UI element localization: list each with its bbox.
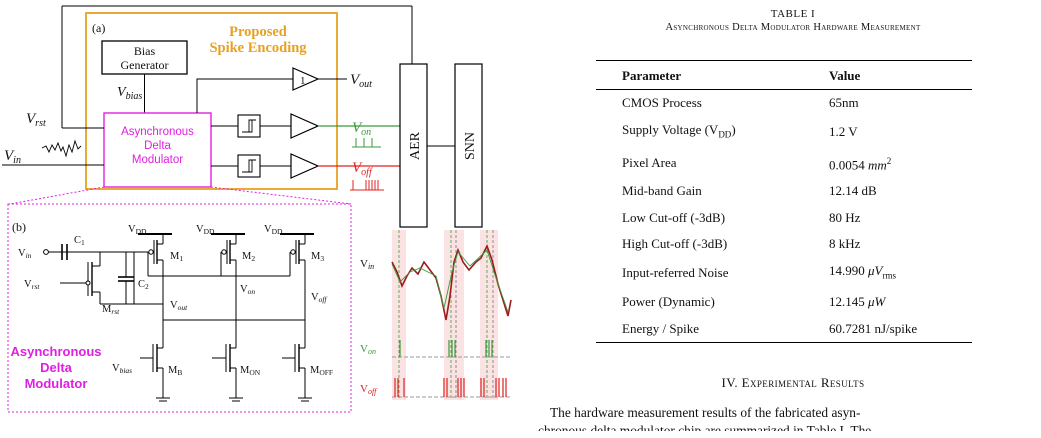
header-value: Value	[829, 60, 972, 90]
table-heading: TABLE I Asynchronous Delta Modulator Har…	[548, 8, 1038, 34]
aer-label: AER	[408, 131, 423, 160]
measurement-table: Parameter Value CMOS Process 65nm Supply…	[596, 60, 972, 344]
voff-label: Voff	[352, 160, 373, 178]
body-paragraph-line-2: chronous delta modulator chip are summar…	[538, 423, 872, 431]
table-row: Energy / Spike 60.7281 nJ/spike	[596, 315, 972, 344]
value-cell: 14.990 μVrms	[829, 262, 896, 281]
schem-voff-label: Voff	[311, 292, 327, 304]
bias-generator-block	[101, 40, 188, 75]
vdd-label-3: VDD	[264, 224, 283, 236]
driver-on	[290, 113, 320, 139]
header-parameter: Parameter	[596, 60, 829, 90]
mb-label: MB	[168, 365, 182, 377]
b-adm-label-3: Modulator	[25, 376, 88, 391]
table-row: Supply Voltage (VDD) 1.2 V	[596, 117, 972, 148]
table-row: Power (Dynamic) 12.145 μW	[596, 289, 972, 316]
proposed-label: Proposed	[229, 24, 287, 40]
schem-von-label: Von	[240, 284, 255, 296]
vin-noise-signal	[41, 139, 82, 158]
schem-vrst-label: Vrst	[24, 279, 40, 291]
value-cell: 60.7281 nJ/spike	[829, 315, 972, 344]
spike-encoding-label: Spike Encoding	[209, 40, 307, 56]
m2-label: M2	[242, 251, 255, 263]
param-cell: Input-referred Noise	[622, 265, 729, 281]
vin-waveform	[391, 243, 512, 321]
wave-voff-label: Voff	[360, 383, 378, 396]
param-cell: High Cut-off (-3dB)	[622, 236, 728, 252]
von-waveform	[399, 340, 493, 357]
voff-spikes	[350, 180, 384, 191]
wave-von-label: Von	[360, 343, 376, 356]
table-row: Pixel Area 0.0054 mm2	[596, 148, 972, 179]
driver-off	[290, 153, 320, 179]
param-cell: CMOS Process	[622, 95, 702, 110]
table-row: Mid-band Gain 12.14 dB	[596, 178, 972, 205]
panel-a-label: (a)	[92, 21, 105, 35]
b-adm-label-2: Delta	[40, 360, 73, 375]
bias-generator-label-2: Generator	[121, 58, 169, 72]
param-cell: Pixel Area	[622, 154, 677, 170]
aer-block	[399, 63, 428, 228]
body-paragraph-line-1: The hardware measurement results of the …	[550, 405, 861, 420]
buffer-gain-label: 1	[300, 75, 306, 87]
panel-b-label: (b)	[12, 220, 26, 234]
unity-buffer	[292, 67, 320, 91]
adm-schematic	[43, 233, 314, 402]
vdd-label-2: VDD	[196, 224, 215, 236]
wave-vin-label: Vin	[360, 258, 374, 271]
adm-label-1: Asynchronous	[121, 126, 194, 138]
param-cell: Mid-band Gain	[622, 183, 702, 199]
moff-label: MOFF	[310, 365, 333, 377]
m1-label: M1	[170, 251, 183, 263]
m3-label: M3	[311, 251, 324, 263]
c1-label: C1	[74, 235, 85, 247]
adm-label-2: Delta	[144, 140, 171, 152]
value-cell: 80 Hz	[829, 209, 861, 225]
vbias-label: Vbias	[117, 85, 142, 102]
schem-vbias-label: Vbias	[112, 363, 132, 375]
von-spikes	[352, 138, 381, 148]
vout-label: Vout	[350, 72, 372, 90]
table-label: TABLE I	[770, 8, 816, 20]
c2-label: C2	[138, 279, 149, 291]
value-cell: 1.2 V	[829, 123, 858, 139]
vin-tracking	[391, 249, 509, 313]
table-header-row: Parameter Value	[596, 60, 972, 90]
table-row: Input-referred Noise 14.990 μVrms	[596, 258, 972, 289]
param-cell: Power (Dynamic)	[622, 294, 715, 310]
bias-generator-label-1: Bias	[134, 44, 156, 58]
adm-block	[103, 112, 212, 188]
table-row: High Cut-off (-3dB) 8 kHz	[596, 231, 972, 258]
param-cell: Energy / Spike	[596, 315, 829, 344]
circuit-figure: (a) Proposed Spike Encoding Bias Generat…	[2, 5, 512, 413]
panel-b-box	[7, 203, 352, 413]
vdd-label-1: VDD	[128, 224, 147, 236]
snn-label: SNN	[463, 132, 478, 160]
table-caption: Asynchronous Delta Modulator Hardware Me…	[665, 22, 921, 33]
waveform-panel: Vin Von Voff	[360, 230, 512, 400]
b-adm-label-1: Asynchronous	[10, 344, 101, 359]
adm-label-3: Modulator	[132, 154, 183, 166]
schem-vin-label: Vin	[18, 248, 32, 260]
mrst-label: Mrst	[102, 304, 120, 316]
snn-block	[454, 63, 483, 228]
value-cell: 8 kHz	[829, 236, 861, 252]
schem-vout-label: Vout	[170, 300, 188, 312]
value-cell: 0.0054 mm2	[829, 155, 892, 172]
von-label: Von	[352, 120, 371, 138]
vrst-label: Vrst	[26, 111, 46, 129]
value-cell: 12.145 μW	[829, 294, 886, 310]
table-row: Low Cut-off (-3dB) 80 Hz	[596, 205, 972, 232]
vin-label: Vin	[4, 148, 21, 166]
table-row: CMOS Process 65nm	[596, 90, 972, 117]
value-cell: 12.14 dB	[829, 183, 877, 199]
param-cell: Supply Voltage (VDD)	[622, 121, 736, 140]
voff-waveform	[394, 378, 507, 397]
value-cell: 65nm	[829, 95, 859, 110]
mon-label: MON	[240, 365, 261, 377]
proposed-spike-encoding-box	[85, 12, 338, 190]
param-cell: Low Cut-off (-3dB)	[622, 209, 726, 225]
section-heading: IV. Experimental Results	[721, 375, 865, 390]
